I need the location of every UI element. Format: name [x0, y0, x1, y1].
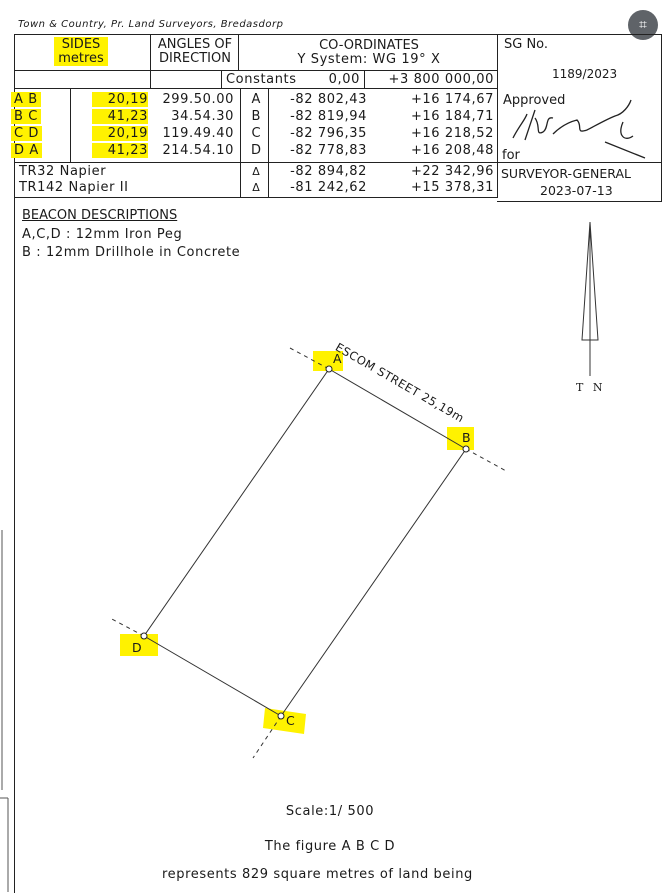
highlight-b	[447, 427, 474, 450]
table-row: TR32 Napier Δ -82 894,82 +22 342,96	[19, 164, 494, 179]
coordinate-rows: A B 20,19 299.50.00 A -82 802,43 +16 174…	[11, 92, 498, 160]
label-c: C	[286, 713, 295, 728]
beacon-c	[277, 712, 285, 720]
beacon-title: BEACON DESCRIPTIONS	[22, 208, 178, 223]
system-header: Y System: WG 19° X	[297, 52, 441, 67]
beacon-line-1: A,C,D : 12mm Iron Peg	[22, 227, 183, 242]
north-label: T N	[576, 381, 606, 394]
highlight-c	[263, 708, 306, 734]
table-top-border	[14, 34, 498, 36]
label-b: B	[462, 430, 471, 445]
signature-icon	[512, 99, 646, 159]
trig-icon: Δ	[252, 165, 260, 178]
surveyor-name: Town & Country, Pr. Land Surveyors, Bred…	[18, 19, 284, 30]
col-divider-2	[238, 34, 240, 70]
table-row: B C 41,23 34.54.30 B -82 819,94 +16 184,…	[11, 109, 498, 126]
rows-bottom-border	[14, 162, 498, 164]
trig-rows: TR32 Napier Δ -82 894,82 +22 342,96 TR14…	[14, 164, 498, 196]
extension-b	[465, 448, 509, 473]
beacon-d	[140, 632, 148, 640]
constants-border	[14, 88, 498, 90]
label-d: D	[132, 640, 142, 655]
sg-number: 1189/2023	[552, 67, 618, 81]
figure-label: The figure A B C D	[264, 839, 396, 854]
table-row: TR142 Napier II Δ -81 242,62 +15 378,31	[19, 180, 494, 195]
coordinates-header: CO-ORDINATES	[319, 38, 419, 53]
col-divider-const	[221, 70, 223, 89]
metres-header: metres	[48, 51, 114, 66]
col-divider-const2	[364, 70, 366, 89]
extension-d	[109, 617, 145, 637]
table-row: D A 41,23 214.54.10 D -82 778,83 +16 208…	[11, 143, 498, 160]
area-label: represents 829 square metres of land bei…	[162, 867, 473, 882]
constant-y: 0,00	[328, 72, 360, 87]
sg-label: SG No.	[504, 37, 549, 52]
beacon-a	[325, 365, 333, 373]
trig-icon: Δ	[252, 181, 260, 194]
sg-date: 2023-07-13	[540, 183, 613, 198]
table-header-border	[14, 70, 498, 72]
surveyor-general-label: SURVEYOR-GENERAL	[501, 166, 631, 181]
sg-divider	[497, 162, 661, 163]
highlight-a	[313, 351, 343, 371]
for-label: for	[502, 148, 520, 163]
extension-c	[252, 715, 282, 759]
constants-label: Constants	[226, 72, 297, 87]
parcel-boundary	[143, 368, 467, 717]
table-bottom-border	[14, 197, 498, 199]
sg-bottom-border	[497, 201, 661, 203]
sides-header: SIDES	[52, 37, 110, 52]
sg-top-border	[497, 34, 661, 36]
col-divider-y	[268, 88, 270, 197]
table-right-border	[497, 34, 499, 197]
highlight-d	[120, 634, 158, 656]
col-divider-side	[70, 88, 72, 162]
table-row: C D 20,19 119.49.40 C -82 796,35 +16 218…	[11, 126, 498, 143]
col-divider-pt	[240, 88, 242, 197]
approved-label: Approved	[503, 93, 566, 108]
beacon-b	[462, 445, 470, 453]
beacon-line-2: B : 12mm Drillhole in Concrete	[22, 245, 241, 260]
table-row: A B 20,19 299.50.00 A -82 802,43 +16 174…	[11, 92, 498, 109]
scale-label: Scale:1/ 500	[285, 804, 375, 819]
label-a: A	[333, 351, 342, 366]
constant-x: +3 800 000,00	[388, 72, 494, 87]
col-divider-1	[150, 34, 152, 88]
angles-header: ANGLES OF DIRECTION	[157, 37, 233, 66]
